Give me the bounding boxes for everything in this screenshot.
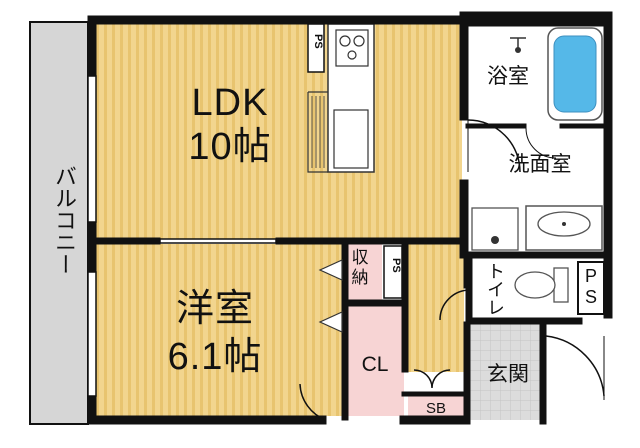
stove-burner	[339, 35, 351, 47]
storage-label: 収納	[351, 248, 369, 287]
balcony	[29, 21, 89, 425]
shoebox-label: SB	[425, 400, 446, 417]
bath-label: 浴室	[487, 65, 529, 88]
ldk-size: 10帖	[188, 126, 272, 168]
ps-label-kitchen: PS	[312, 34, 324, 49]
storage-floor	[346, 244, 382, 300]
ldk-name: LDK	[191, 82, 269, 124]
washing-machine-pan	[471, 207, 519, 251]
hallway-floor	[406, 244, 464, 372]
kitchen-sink	[333, 109, 369, 169]
washroom-label: 洗面室	[508, 153, 572, 176]
closet-label: CL	[361, 353, 389, 376]
ps-label-toilet: PS	[584, 266, 597, 307]
ldk-floor	[94, 22, 462, 240]
toilet-bowl	[514, 271, 556, 299]
toilet-label: トイレ	[485, 262, 505, 316]
entrance-label: 玄関	[487, 363, 529, 386]
closet-floor	[346, 306, 404, 416]
ps-label-storage: PS	[390, 258, 402, 273]
balcony-label: バルコニー	[52, 165, 77, 275]
western-room-name: 洋室	[175, 288, 254, 330]
toilet-tank	[553, 267, 569, 303]
western-room-size: 6.1帖	[167, 336, 263, 378]
entrance-floor	[470, 322, 542, 420]
